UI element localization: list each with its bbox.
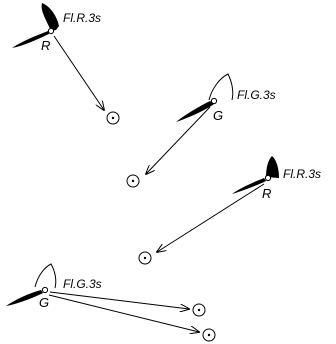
light-letter-label-3: R bbox=[262, 186, 271, 201]
light-tail-3 bbox=[232, 178, 266, 194]
light-symbol-2: Fl.G.3s G bbox=[176, 73, 276, 123]
light-dot-2 bbox=[210, 97, 218, 105]
direction-arrow-4b bbox=[48, 294, 199, 332]
position-marker-4b bbox=[202, 328, 216, 342]
light-letter-label-4: G bbox=[39, 295, 49, 310]
light-letter-label-1: R bbox=[41, 38, 50, 53]
light-characteristic-label-3: Fl.R.3s bbox=[283, 167, 321, 181]
position-marker-3 bbox=[138, 251, 152, 265]
position-marker-2 bbox=[126, 174, 140, 188]
light-letter-label-2: G bbox=[213, 108, 223, 123]
light-characteristic-label-2: Fl.G.3s bbox=[237, 88, 276, 102]
light-flare-outline-2 bbox=[208, 73, 234, 101]
position-marker-4a bbox=[192, 303, 206, 317]
light-characteristic-label-4: Fl.G.3s bbox=[63, 277, 102, 291]
light-symbol-4: Fl.G.3s G bbox=[6, 263, 102, 310]
light-tail-4 bbox=[6, 290, 43, 306]
direction-arrow-3 bbox=[157, 183, 265, 252]
light-dot-3 bbox=[264, 174, 272, 182]
light-flare-1 bbox=[41, 3, 59, 31]
light-tail-2 bbox=[176, 101, 214, 122]
light-characteristic-label-1: Fl.R.3s bbox=[63, 11, 101, 25]
light-dot-1 bbox=[47, 27, 55, 35]
light-tail-1 bbox=[12, 31, 49, 48]
light-flare-outline-4 bbox=[34, 263, 57, 289]
direction-arrow-1 bbox=[53, 35, 104, 110]
light-dot-4 bbox=[41, 286, 49, 294]
position-marker-1 bbox=[106, 111, 120, 125]
light-symbol-3: Fl.R.3s R bbox=[232, 156, 321, 201]
light-symbol-1: Fl.R.3s R bbox=[12, 3, 101, 53]
light-flare-3 bbox=[266, 156, 279, 178]
direction-arrow-4a bbox=[49, 291, 189, 309]
direction-arrow-2 bbox=[146, 106, 211, 174]
